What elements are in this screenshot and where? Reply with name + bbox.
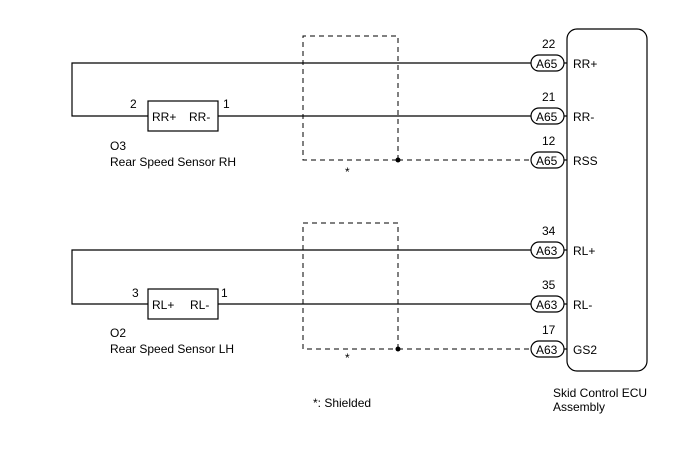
sensor-lh-pin-right-num: 1 (221, 286, 228, 300)
sensor-rh-box (147, 100, 219, 132)
terminal-pin-number: 35 (542, 278, 556, 292)
terminal-signal-label: RL- (573, 298, 592, 312)
sensor-rh-pin-right-label: RR- (189, 110, 210, 124)
shield-lh-mark: * (345, 351, 350, 365)
terminal-pin-number: 34 (542, 224, 556, 238)
sensor-lh-box (147, 288, 219, 320)
terminal-pin-number: 21 (542, 90, 556, 104)
shield-rh-mark: * (345, 165, 350, 179)
connector-oval (530, 107, 565, 125)
sensor-rh-pin-left-num: 2 (130, 97, 137, 111)
terminal-signal-label: RSS (573, 154, 598, 168)
sensor-lh-pin-left-label: RL+ (152, 298, 174, 312)
shield-rh (302, 35, 399, 161)
terminal-connector-label: A65 (536, 57, 558, 71)
sensor-lh-code: O2 (110, 326, 126, 340)
terminal-signal-label: GS2 (573, 343, 597, 357)
connector-oval (530, 54, 565, 72)
ecu-box (566, 28, 648, 372)
sensor-rh-code: O3 (110, 139, 126, 153)
terminal-signal-label: RR- (573, 110, 594, 124)
connector-oval (530, 151, 565, 169)
terminal-connector-label: A65 (536, 110, 558, 124)
sensor-rh-pin-left-label: RR+ (152, 110, 176, 124)
terminal-pin-number: 22 (542, 37, 556, 51)
terminal-connector-label: A65 (536, 154, 558, 168)
connector-oval (530, 295, 565, 313)
terminal-signal-label: RL+ (573, 244, 595, 258)
shield-lh (302, 222, 399, 350)
connector-oval (530, 340, 565, 358)
terminal-pin-number: 17 (542, 323, 556, 337)
terminal-connector-label: A63 (536, 244, 558, 258)
terminal-pin-number: 12 (542, 134, 556, 148)
sensor-rh-pin-right-num: 1 (223, 97, 230, 111)
sensor-rh-name: Rear Speed Sensor RH (110, 155, 236, 169)
terminal-connector-label: A63 (536, 298, 558, 312)
sensor-lh-name: Rear Speed Sensor LH (110, 342, 234, 356)
connector-oval (530, 241, 565, 259)
terminal-signal-label: RR+ (573, 57, 597, 71)
terminal-connector-label: A63 (536, 343, 558, 357)
splice-dot-lh (395, 346, 401, 352)
splice-dot-rh (395, 157, 401, 163)
sensor-lh-pin-right-label: RL- (190, 298, 209, 312)
sensor-lh-pin-left-num: 3 (132, 286, 139, 300)
ecu-name-line1: Skid Control ECU (553, 386, 647, 400)
ecu-name-line2: Assembly (553, 400, 605, 414)
footnote-shielded: *: Shielded (313, 396, 371, 410)
